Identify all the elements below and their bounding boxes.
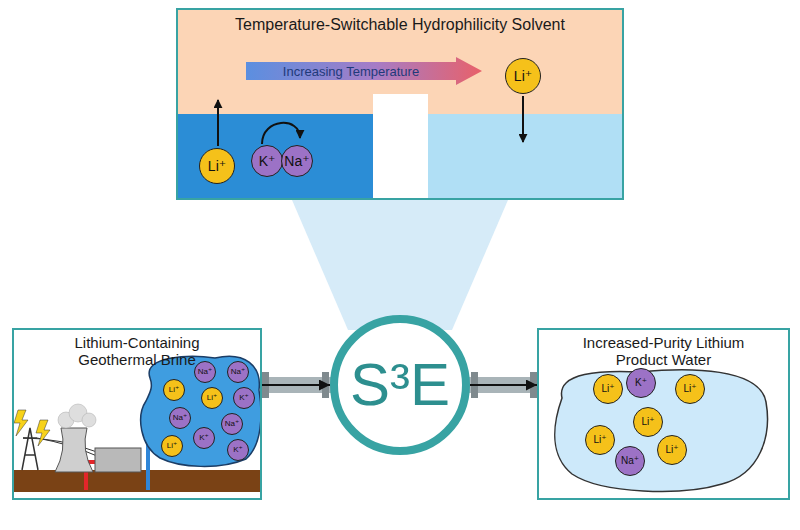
ion-circle [228, 440, 249, 461]
box-title: Increased-Purity Lithium Product Water [564, 334, 764, 369]
transfer-arrow [522, 96, 524, 142]
ion-circle: K⁺ [227, 439, 249, 461]
steam-cloud [82, 413, 96, 427]
ion-circle [222, 414, 243, 435]
circle-label: Li⁺ [161, 435, 183, 457]
ion-circle: Na⁺ [615, 446, 645, 476]
pipe-flange [471, 372, 478, 398]
ion-circle [195, 362, 216, 383]
ion-circle: K⁺ [193, 427, 215, 449]
temperature-arrow: Increasing Temperature [246, 57, 482, 85]
brine-pipe [146, 444, 150, 490]
ion-circle [658, 436, 687, 465]
circle-label: Li⁺ [593, 374, 623, 404]
circle-label: K⁺ [227, 439, 249, 461]
ion-circle [162, 436, 183, 457]
arrow-label: Increasing Temperature [246, 57, 456, 85]
ion-circle: Na⁺ [221, 413, 243, 435]
brine-box: Lithium-Containing Geothermal BrineNa⁺Na… [12, 328, 262, 500]
ion-circle: Li⁺ [593, 374, 623, 404]
circle-label: Na⁺ [227, 361, 249, 383]
circle-label: Li⁺ [585, 425, 615, 455]
ion-circle [586, 426, 615, 455]
circle-label: K⁺ [251, 145, 283, 177]
ion-circle [202, 388, 223, 409]
power-pylon [22, 428, 38, 470]
ion-circle: Na⁺ [227, 361, 249, 383]
ion-circle [627, 369, 656, 398]
flow-arrow [262, 384, 330, 386]
zoom-funnel [292, 200, 508, 330]
ion-circle [164, 380, 185, 401]
ion-circle: Na⁺ [194, 361, 216, 383]
brine-pool [141, 356, 261, 466]
circle-label: Na⁺ [221, 413, 243, 435]
pipe-flange [322, 372, 329, 398]
solvent-panel: Temperature-Switchable Hydrophilicity So… [176, 8, 624, 200]
ion-circle [594, 375, 623, 404]
ion-circle: Na⁺ [281, 145, 313, 177]
flow-arrow [470, 384, 537, 386]
plant-building [95, 448, 141, 472]
ion-circle: Li⁺ [675, 374, 705, 404]
ion-circle: Li⁺ [633, 407, 663, 437]
ground [14, 470, 260, 492]
ion-circle: Na⁺ [169, 407, 191, 429]
circle-label: Na⁺ [169, 407, 191, 429]
ion-circle [616, 447, 645, 476]
circle-label: Li⁺ [199, 148, 235, 184]
transfer-arrow [217, 100, 219, 146]
ion-circle: K⁺ [251, 145, 283, 177]
ion-circle [506, 59, 541, 94]
pipe-flange [530, 372, 537, 398]
process-circle: S³E [330, 315, 470, 455]
pipe-flange [262, 372, 269, 398]
circle-label: Li⁺ [163, 379, 185, 401]
cold-water-phase [178, 114, 373, 198]
ion-circle: Li⁺ [657, 435, 687, 465]
product-pool [555, 370, 768, 492]
phase-divider [373, 94, 428, 198]
ion-circle [282, 146, 313, 177]
ion-circle: Li⁺ [161, 435, 183, 457]
warm-water-phase [428, 114, 622, 198]
ion-circle: K⁺ [626, 368, 656, 398]
circle-label: S³E [330, 315, 470, 455]
lightning-symbol [36, 420, 50, 446]
ion-circle [634, 408, 663, 437]
circle-label: Na⁺ [615, 446, 645, 476]
ion-circle [200, 149, 235, 184]
circle-label: Na⁺ [281, 145, 313, 177]
circle-label: Na⁺ [194, 361, 216, 383]
ion-circle [228, 362, 249, 383]
ion-circle [194, 428, 215, 449]
ion-circle: Li⁺ [201, 387, 223, 409]
ion-circle: Li⁺ [505, 58, 541, 94]
gradient-arrow [246, 57, 482, 85]
ion-circle [234, 388, 255, 409]
cooling-tower [55, 428, 93, 472]
ion-circle [170, 408, 191, 429]
transfer-arrow [262, 123, 300, 144]
ion-circle [252, 146, 283, 177]
ion-circle: Li⁺ [585, 425, 615, 455]
circle-label: Li⁺ [201, 387, 223, 409]
product-box: Increased-Purity Lithium Product WaterLi… [537, 328, 790, 500]
circle-label: Li⁺ [633, 407, 663, 437]
ion-circle: Li⁺ [163, 379, 185, 401]
circle-label: Li⁺ [675, 374, 705, 404]
lightning-symbol [14, 410, 28, 436]
circle-label: K⁺ [233, 387, 255, 409]
box-title: Temperature-Switchable Hydrophilicity So… [180, 16, 620, 34]
circle-label: K⁺ [193, 427, 215, 449]
circle-label: Li⁺ [505, 58, 541, 94]
ion-circle [676, 375, 705, 404]
circle-label: K⁺ [626, 368, 656, 398]
ion-circle: K⁺ [233, 387, 255, 409]
circle-label: Li⁺ [657, 435, 687, 465]
box-title: Lithium-Containing Geothermal Brine [52, 334, 222, 369]
ion-circle: Li⁺ [199, 148, 235, 184]
